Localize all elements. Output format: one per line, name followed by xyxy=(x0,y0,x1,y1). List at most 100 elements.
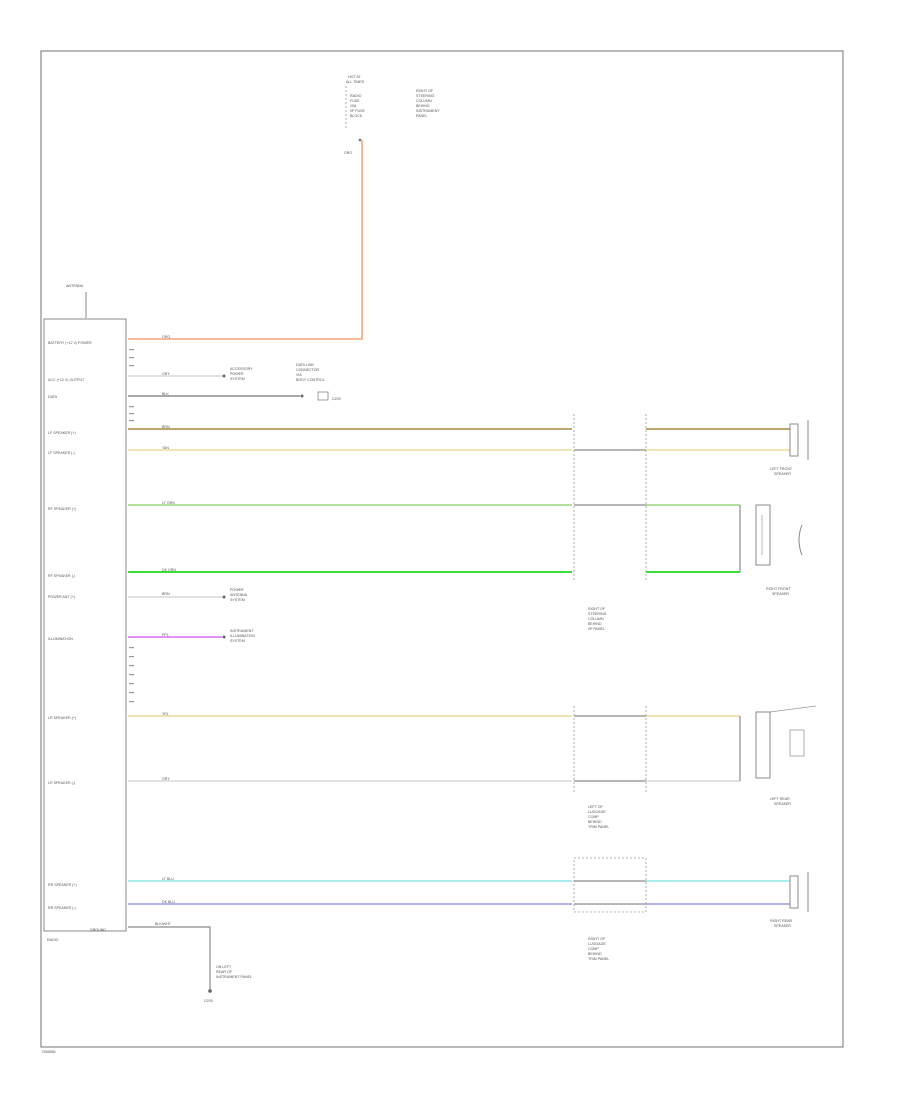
pin-rf-neg: RF SPEAKER (-) xyxy=(48,574,75,578)
data-ref-4: BODY CONTROL xyxy=(296,378,325,382)
pin-stub xyxy=(129,692,134,694)
front-conn-1: RIGHT OF xyxy=(588,607,606,611)
pin-stub xyxy=(129,665,134,667)
fuse-side-3: COLUMN xyxy=(416,99,432,103)
code-acc: GRY xyxy=(162,372,170,376)
pin-stub xyxy=(129,413,134,415)
code-lr-neg: GRY xyxy=(162,777,170,781)
ant-ref-3: SYSTEM xyxy=(230,598,245,602)
wire-ground xyxy=(128,926,211,990)
code-ground: BLK/WHT xyxy=(155,922,172,926)
pin-stub xyxy=(129,674,134,676)
pin-acc: ACC (+12 V) OUTPUT xyxy=(48,378,85,382)
radio-name: RADIO xyxy=(47,938,59,942)
pin-power-ant: POWER ANT (+) xyxy=(48,595,75,599)
ant-ref-1: POWER xyxy=(230,588,244,592)
left-rear-speaker-runs xyxy=(646,715,741,782)
lf-speaker-label-2: SPEAKER xyxy=(774,472,791,476)
pin-stub xyxy=(129,701,134,703)
lr-speaker-cone xyxy=(789,729,805,757)
lr-speaker-label-2: SPEAKER xyxy=(774,802,791,806)
ground-id-top: G200 xyxy=(332,397,341,401)
pin-lf-pos: LF SPEAKER (+) xyxy=(48,431,76,435)
radio-ground-tag: GROUND xyxy=(90,928,106,932)
acc-arrow xyxy=(222,374,226,378)
fuse-side-2: STEERING xyxy=(416,94,435,98)
fuse-hot-line2: ALL TIMES xyxy=(346,80,365,84)
fuse-side-4: BEHIND xyxy=(416,104,430,108)
lr-conn-1: LEFT OF xyxy=(588,805,604,809)
fuse-note-3: 15A xyxy=(350,104,357,108)
acc-ref-1: ACCESSORY xyxy=(230,367,253,371)
fuse-note-1: RADIO xyxy=(350,94,362,98)
front-conn-4: BEHIND xyxy=(588,622,602,626)
fuse-wire-code: ORG xyxy=(344,151,352,155)
pin-data: DATA xyxy=(48,395,58,399)
left-rear-connector: LEFT OF LUGGAGE COMP BEHIND TRIM PANEL xyxy=(573,706,647,829)
gnd-ref-1: ON LEFT xyxy=(216,965,232,969)
left-front-speaker: LEFT FRONT SPEAKER xyxy=(770,420,809,476)
pin-rf-pos: RF SPEAKER (+) xyxy=(48,507,76,511)
acc-ref-3: SYSTEM xyxy=(230,377,245,381)
gnd-ref-2: REAR OF xyxy=(216,970,233,974)
ground-id-bottom: G200 xyxy=(204,999,213,1003)
right-rear-speaker: RIGHT REAR SPEAKER xyxy=(770,872,809,928)
illum-ref-2: ILLUMINATION xyxy=(230,634,255,638)
fuse-note-5: BLOCK xyxy=(350,114,363,118)
data-ref-1: DATA LINK xyxy=(296,363,314,367)
pin-rr-pos: RR SPEAKER (+) xyxy=(48,883,77,887)
lr-speaker-leader xyxy=(769,705,817,713)
illum-arrow xyxy=(222,635,226,639)
fuse-block: HOT AT ALL TIMES RADIO FUSE 15A I/P FUSE… xyxy=(344,75,440,155)
wire-codes: ORG GRY BLK BRN TAN LT GRN DK GRN BRN PP… xyxy=(155,335,176,926)
lr-conn-3: COMP xyxy=(588,815,599,819)
pin-illum: ILLUMINATION xyxy=(48,637,73,641)
diagram-frame xyxy=(40,50,844,1048)
left-rear-speaker: LEFT REAR SPEAKER xyxy=(755,705,817,806)
wire-battery-feed xyxy=(128,140,363,340)
gnd-ref-3: INSTRUMENT PANEL xyxy=(216,975,252,979)
code-lf-neg: TAN xyxy=(162,446,169,450)
rf-speaker-body xyxy=(755,504,771,566)
antenna-label: ANTENNA xyxy=(66,284,84,288)
lf-speaker-label-1: LEFT FRONT xyxy=(770,467,793,471)
code-illum: PPL xyxy=(162,633,169,637)
code-data: BLK xyxy=(162,392,169,396)
code-rr-pos: LT BLU xyxy=(162,877,174,881)
rr-conn-4: BEHIND xyxy=(588,952,602,956)
rr-speaker-label-2: SPEAKER xyxy=(774,924,791,928)
pin-lr-neg: LR SPEAKER (-) xyxy=(48,781,75,785)
lf-speaker-body xyxy=(789,423,799,457)
pin-stub xyxy=(129,357,134,359)
pin-stub xyxy=(129,683,134,685)
lr-speaker-body xyxy=(755,711,771,779)
rr-speaker-body xyxy=(789,875,799,909)
ground-symbol xyxy=(208,989,212,993)
fuse-terminal xyxy=(358,138,362,142)
ant-ref-2: ANTENNA xyxy=(230,593,248,597)
lr-conn-4: BEHIND xyxy=(588,820,602,824)
wires xyxy=(128,374,572,990)
pin-rr-neg: RR SPEAKER (-) xyxy=(48,906,76,910)
pin-stub xyxy=(129,349,134,351)
code-rf-neg: DK GRN xyxy=(162,568,176,572)
lr-conn-5: TRIM PANEL xyxy=(588,825,609,829)
code-lr-pos: YEL xyxy=(162,712,169,716)
right-rear-speaker-runs xyxy=(646,880,790,905)
rr-speaker-label-1: RIGHT REAR xyxy=(770,919,793,923)
rr-conn-2: LUGGAGE xyxy=(588,942,606,946)
acc-ref-2: POWER xyxy=(230,372,244,376)
pin-stub xyxy=(129,420,134,422)
code-lf-pos: BRN xyxy=(162,425,170,429)
data-arrow xyxy=(300,394,304,398)
pin-stub xyxy=(129,365,134,367)
front-conn-2: STEERING xyxy=(588,612,607,616)
pin-lf-neg: LF SPEAKER (-) xyxy=(48,451,75,455)
rf-speaker-label-2: SPEAKER xyxy=(772,592,789,596)
front-conn-3: COLUMN xyxy=(588,617,604,621)
fuse-note-2: FUSE xyxy=(350,99,360,103)
rr-conn-1: RIGHT OF xyxy=(588,937,606,941)
pin-lr-pos: LR SPEAKER (+) xyxy=(48,716,76,720)
radio-pin-stubs xyxy=(129,349,134,703)
